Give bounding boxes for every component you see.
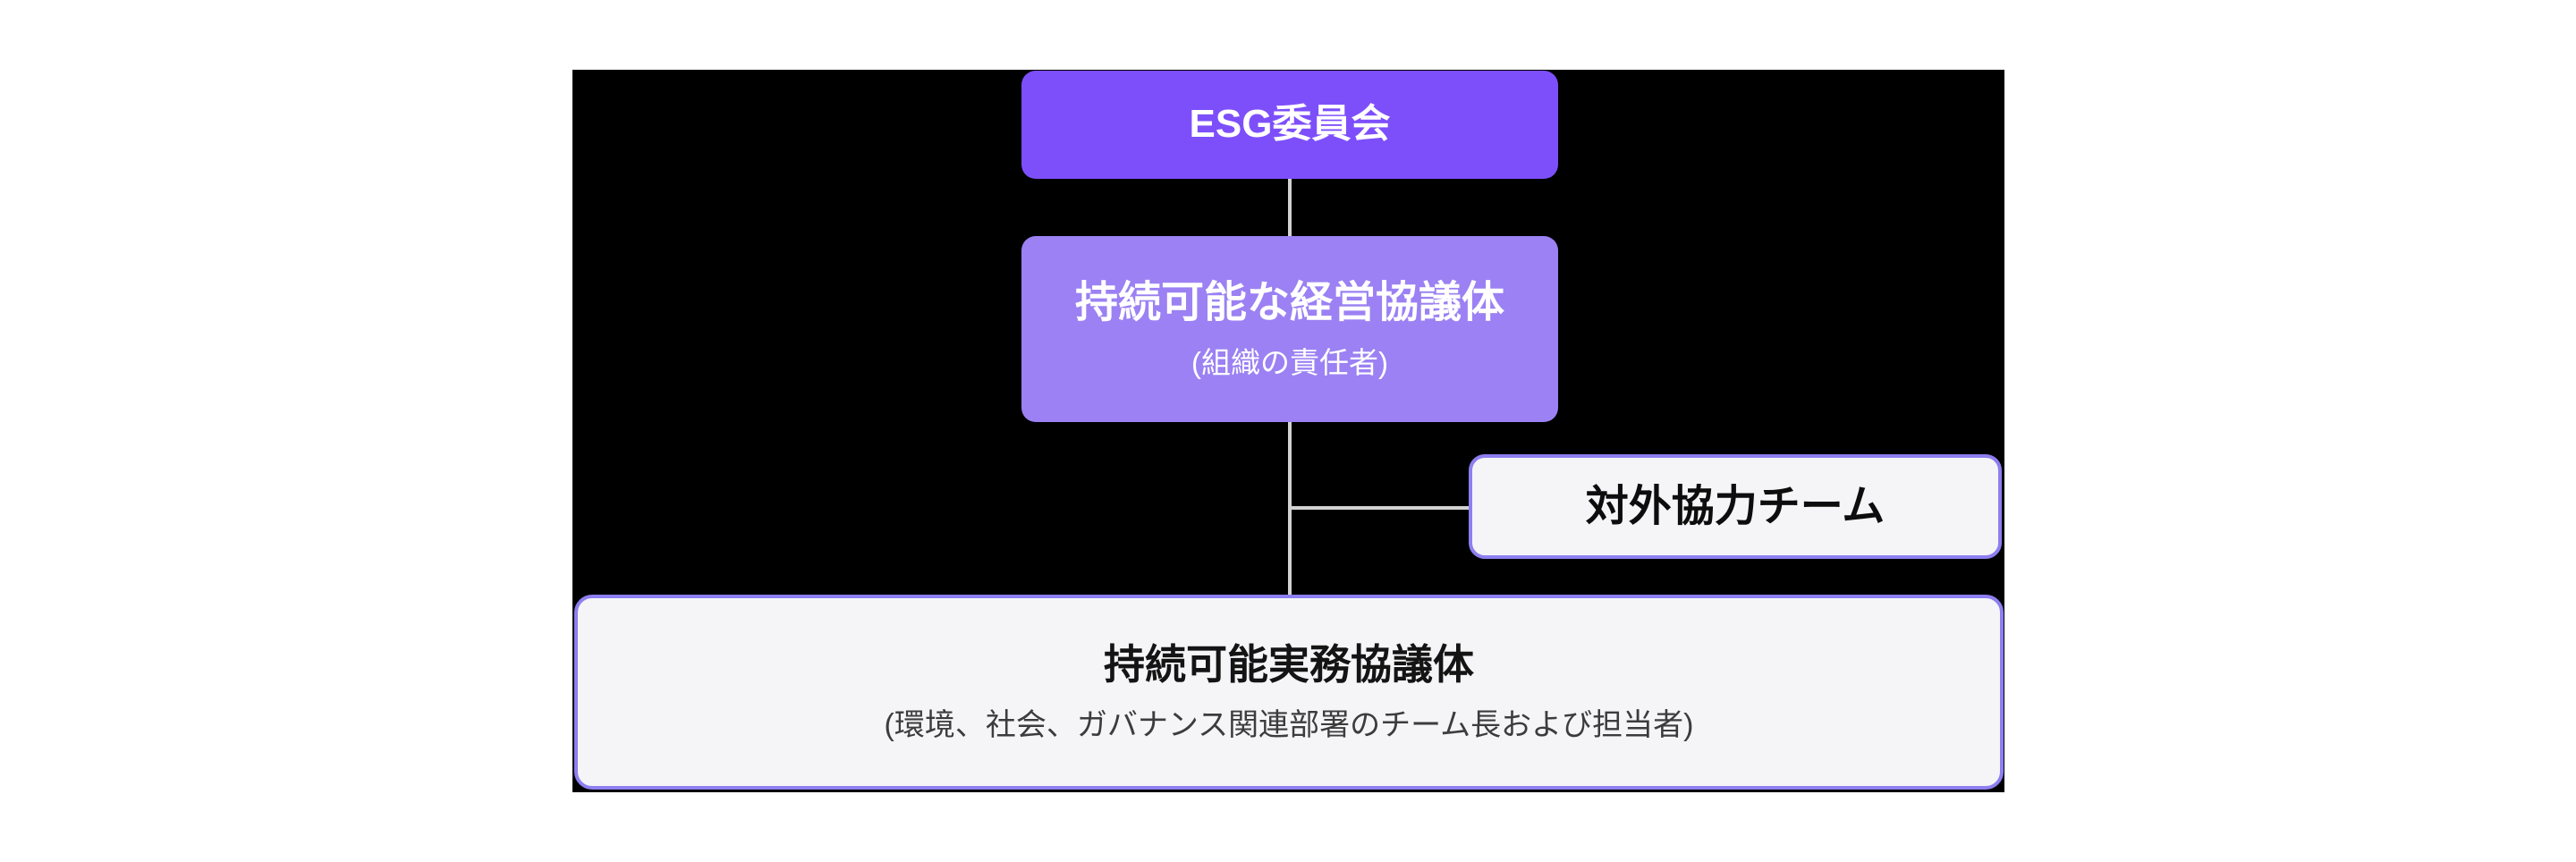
node-esg-committee: ESG委員会 <box>1021 71 1558 179</box>
node-external-cooperation-team: 対外協力チーム <box>1469 454 2002 559</box>
node-external-cooperation-team-title: 対外協力チーム <box>1585 482 1885 530</box>
node-esg-committee-title: ESG委員会 <box>1189 102 1391 147</box>
node-management-council-title: 持続可能な経営協議体 <box>1074 279 1504 327</box>
node-management-council-subtitle: (組織の責任者) <box>1191 345 1388 379</box>
connector-esg-to-management <box>1288 179 1292 236</box>
node-working-council-subtitle: (環境、社会、ガバナンス関連部署のチーム長および担当者) <box>884 707 1694 742</box>
connector-branch-to-external-team <box>1290 506 1469 510</box>
node-working-council: 持続可能実務協議体 (環境、社会、ガバナンス関連部署のチーム長および担当者) <box>574 595 2004 790</box>
node-working-council-title: 持続可能実務協議体 <box>1104 641 1474 688</box>
org-chart-canvas: ESG委員会 持続可能な経営協議体 (組織の責任者) 対外協力チーム 持続可能実… <box>572 70 2004 792</box>
node-management-council: 持続可能な経営協議体 (組織の責任者) <box>1021 236 1558 422</box>
